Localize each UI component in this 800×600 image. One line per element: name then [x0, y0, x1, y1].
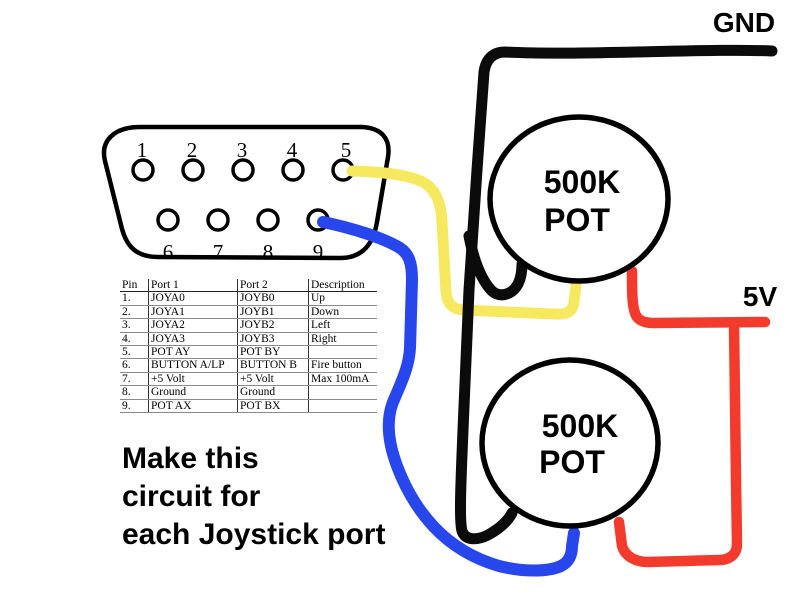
pin-8-number: 8 [263, 240, 274, 264]
pin-2-number: 2 [187, 138, 198, 162]
pot-bottom-circle [479, 357, 661, 529]
pin-4-number: 4 [287, 138, 298, 162]
port2-cell: POT BY [237, 345, 309, 360]
pin-cell: 9. [120, 399, 149, 414]
pin-4-hole [281, 158, 305, 182]
pin-cell: 6. [120, 358, 149, 373]
port1-cell: +5 Volt [148, 372, 238, 387]
pot-top-value: 500K [544, 164, 621, 200]
table-row: 8. Ground Ground [120, 385, 377, 400]
description-cell: Fire button [308, 358, 377, 373]
db9-connector: 1 2 3 4 5 6 7 8 9 [101, 124, 391, 264]
pin-cell: 5. [120, 345, 149, 360]
pin-6-number: 6 [163, 240, 174, 264]
pin-7-number: 7 [213, 240, 224, 264]
5v-label: 5V [743, 281, 778, 312]
port2-cell: JOYB1 [237, 305, 309, 320]
table-row: 1. JOYA0 JOYB0 Up [120, 291, 377, 306]
pin-cell: 2. [120, 305, 149, 320]
pin-cell: 8. [120, 385, 149, 400]
pot-top-type: POT [544, 202, 610, 238]
description-cell: Up [308, 291, 377, 306]
port1-cell: POT AY [148, 345, 238, 360]
pin-1-number: 1 [137, 138, 148, 162]
pin-1-hole [131, 158, 155, 182]
port1-cell: JOYA2 [148, 318, 238, 333]
description-cell: Max 100mA [308, 372, 377, 387]
port1-cell: POT AX [148, 399, 238, 414]
gnd-wire-main [454, 44, 778, 545]
pin-9-number: 9 [313, 240, 324, 264]
port2-cell: BUTTON B [237, 358, 309, 373]
table-row: 2. JOYA1 JOYB1 Down [120, 305, 377, 320]
port2-cell: POT BX [237, 399, 309, 414]
gnd-wire-branch-top-pot [463, 230, 528, 301]
description-cell [308, 345, 377, 360]
pot-bottom-type: POT [539, 444, 605, 480]
description-cell: Right [308, 332, 377, 347]
description-cell: Left [308, 318, 377, 333]
pinout-header-port1: Port 1 [148, 279, 238, 293]
pinout-header-description: Description [308, 279, 377, 293]
port2-cell: JOYB0 [237, 291, 309, 306]
pinout-header-pin: Pin [120, 279, 149, 293]
pin-cell: 1. [120, 291, 149, 306]
table-row: 3. JOYA2 JOYB2 Left [120, 318, 377, 333]
pin-6-hole [156, 208, 180, 232]
port1-cell: JOYA1 [148, 305, 238, 320]
port2-cell: +5 Volt [237, 372, 309, 387]
table-row: 4. JOYA3 JOYB3 Right [120, 332, 377, 347]
pot-ax-wire-blue [317, 216, 580, 577]
note-line-2: circuit for [122, 480, 261, 513]
5v-wire-bottom [613, 317, 743, 568]
pot-ay-wire-yellow [346, 165, 582, 320]
port2-cell: JOYB3 [237, 332, 309, 347]
pin-cell: 7. [120, 372, 149, 387]
pinout-header-port2: Port 2 [237, 279, 309, 293]
pin-2-hole [181, 158, 205, 182]
port1-cell: JOYA0 [148, 291, 238, 306]
port1-cell: BUTTON A/LP [148, 358, 238, 373]
pin-5-number: 5 [341, 138, 352, 162]
note-line-1: Make this [122, 442, 259, 475]
table-row: 7. +5 Volt +5 Volt Max 100mA [120, 372, 377, 387]
port1-cell: Ground [148, 385, 238, 400]
pot-top: 500K POT [487, 114, 671, 284]
pin-cell: 3. [120, 318, 149, 333]
gnd-label: GND [713, 7, 775, 38]
pot-bottom: 500K POT [479, 357, 661, 529]
pot-top-circle [487, 114, 671, 284]
port2-cell: JOYB2 [237, 318, 309, 333]
5v-wire-top [626, 265, 771, 329]
note-line-3: each Joystick port [122, 518, 385, 551]
description-cell [308, 399, 377, 414]
pinout-header-row: Pin Port 1 Port 2 Description [120, 279, 377, 293]
pin-3-number: 3 [237, 138, 248, 162]
table-row: 6. BUTTON A/LP BUTTON B Fire button [120, 358, 377, 373]
port1-cell: JOYA3 [148, 332, 238, 347]
description-cell: Down [308, 305, 377, 320]
pin-cell: 4. [120, 332, 149, 347]
pin-3-hole [231, 158, 255, 182]
pin-8-hole [256, 208, 280, 232]
description-cell [308, 385, 377, 400]
pinout-table: Pin Port 1 Port 2 Description 1. JOYA0 J… [120, 279, 377, 414]
pot-bottom-value: 500K [542, 408, 619, 444]
table-row: 5. POT AY POT BY [120, 345, 377, 360]
pin-7-hole [206, 208, 230, 232]
port2-cell: Ground [237, 385, 309, 400]
table-row: 9. POT AX POT BX [120, 399, 377, 414]
note-text: Make this circuit for each Joystick port [122, 442, 385, 551]
